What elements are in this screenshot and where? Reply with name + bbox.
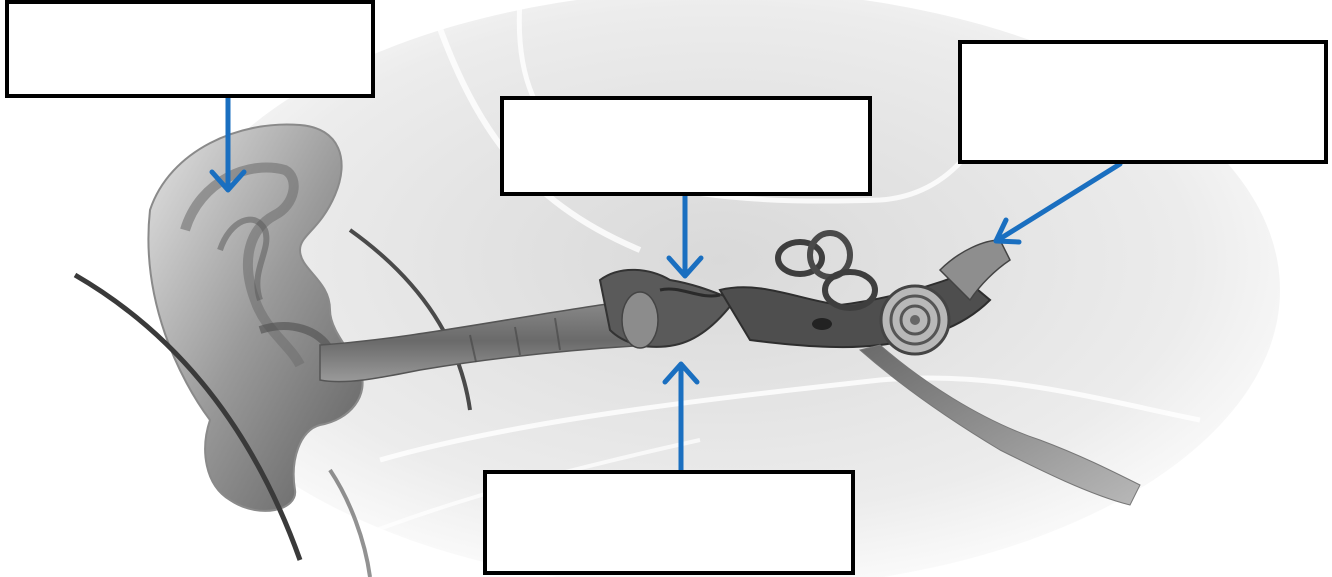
label-box-inner-ear[interactable] — [958, 40, 1328, 164]
label-box-middle-ear[interactable] — [500, 96, 872, 196]
label-box-ear-canal[interactable] — [483, 470, 855, 575]
cochlea-shape — [881, 286, 949, 354]
label-box-outer-ear[interactable] — [5, 0, 375, 98]
